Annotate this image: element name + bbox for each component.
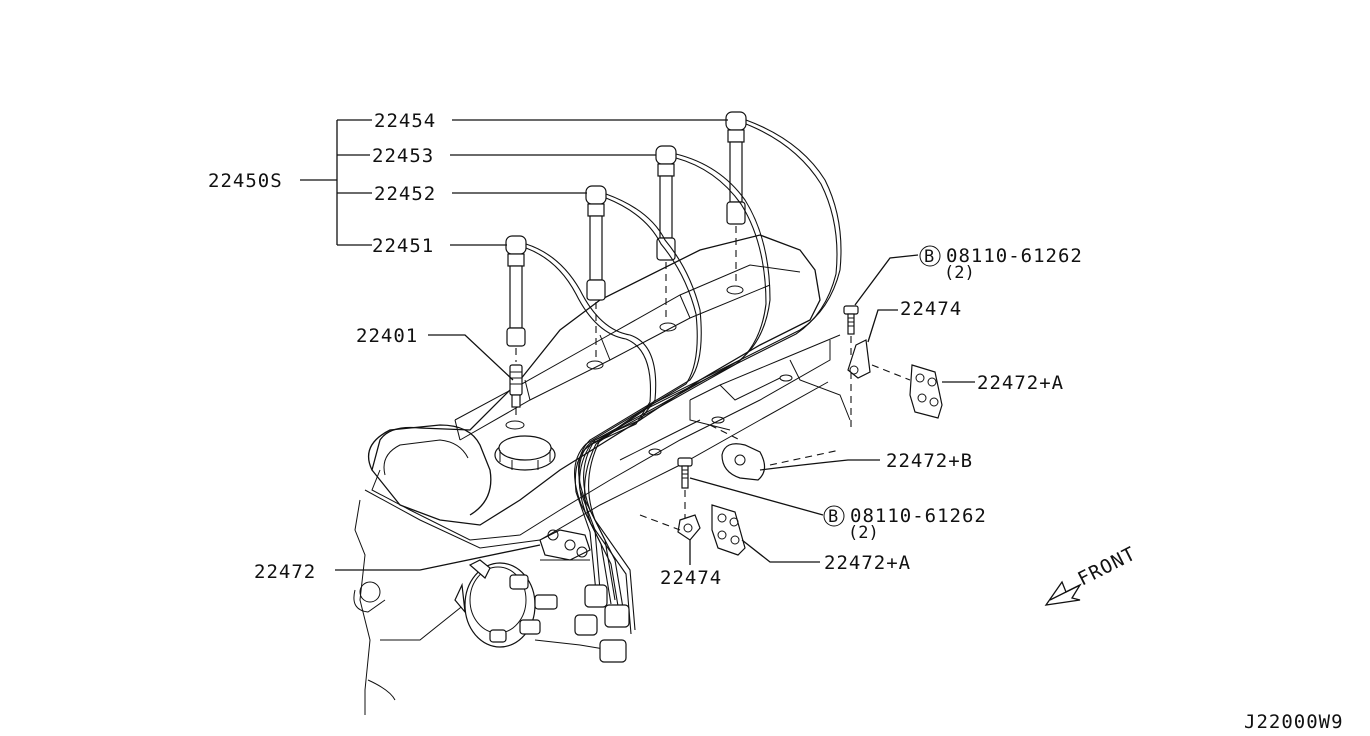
cable-boot-22453 [655, 145, 677, 320]
label-clamp-b: 22472+B [886, 450, 973, 472]
leader-lines [300, 119, 975, 571]
distributor [454, 559, 611, 651]
label-front: FRONT [1074, 543, 1139, 591]
label-assembly: 22450S [208, 170, 283, 192]
bolt-marker-middle-letter: B [828, 507, 838, 527]
ignition-wires [525, 119, 842, 663]
bolt-marker-upper: B [919, 245, 941, 267]
label-bracket-bottom: 22474 [660, 567, 722, 589]
front-arrow-icon [1044, 580, 1082, 606]
bolt-marker-upper-letter: B [924, 247, 934, 267]
bracket-22474-lower [639, 514, 701, 541]
label-cable-2: 22452 [374, 183, 436, 205]
cable-boot-22451 [505, 235, 527, 362]
label-cable-4: 22454 [374, 110, 436, 132]
label-bolt-mid-qty: (2) [848, 523, 879, 543]
clamp-22472-left [539, 529, 591, 561]
bolt-middle [677, 457, 693, 520]
clamp-22472a-lower [711, 504, 746, 556]
cable-boot-22454 [725, 111, 747, 285]
bracket-22474-upper [847, 339, 871, 379]
label-bolt-top: 08110-61262 [946, 245, 1083, 267]
label-spark-plug: 22401 [356, 325, 418, 347]
label-clamp-left: 22472 [254, 561, 316, 583]
label-bolt-mid: 08110-61262 [850, 505, 987, 527]
label-cable-3: 22453 [372, 145, 434, 167]
label-clamp-a-top: 22472+A [977, 372, 1064, 394]
label-bolt-top-qty: (2) [944, 263, 975, 283]
label-clamp-a-bottom: 22472+A [824, 552, 911, 574]
bolt-upper [843, 305, 859, 430]
label-diagram-code: J22000W9 [1244, 711, 1344, 733]
label-cable-1: 22451 [372, 235, 434, 257]
bolt-marker-middle: B [823, 505, 845, 527]
clamp-22472b [721, 443, 841, 481]
cable-boot-22452 [585, 185, 607, 360]
spark-plug [509, 364, 523, 420]
label-bracket-top: 22474 [900, 298, 962, 320]
clamp-22472a-upper [871, 364, 943, 419]
engine-block [353, 234, 851, 715]
